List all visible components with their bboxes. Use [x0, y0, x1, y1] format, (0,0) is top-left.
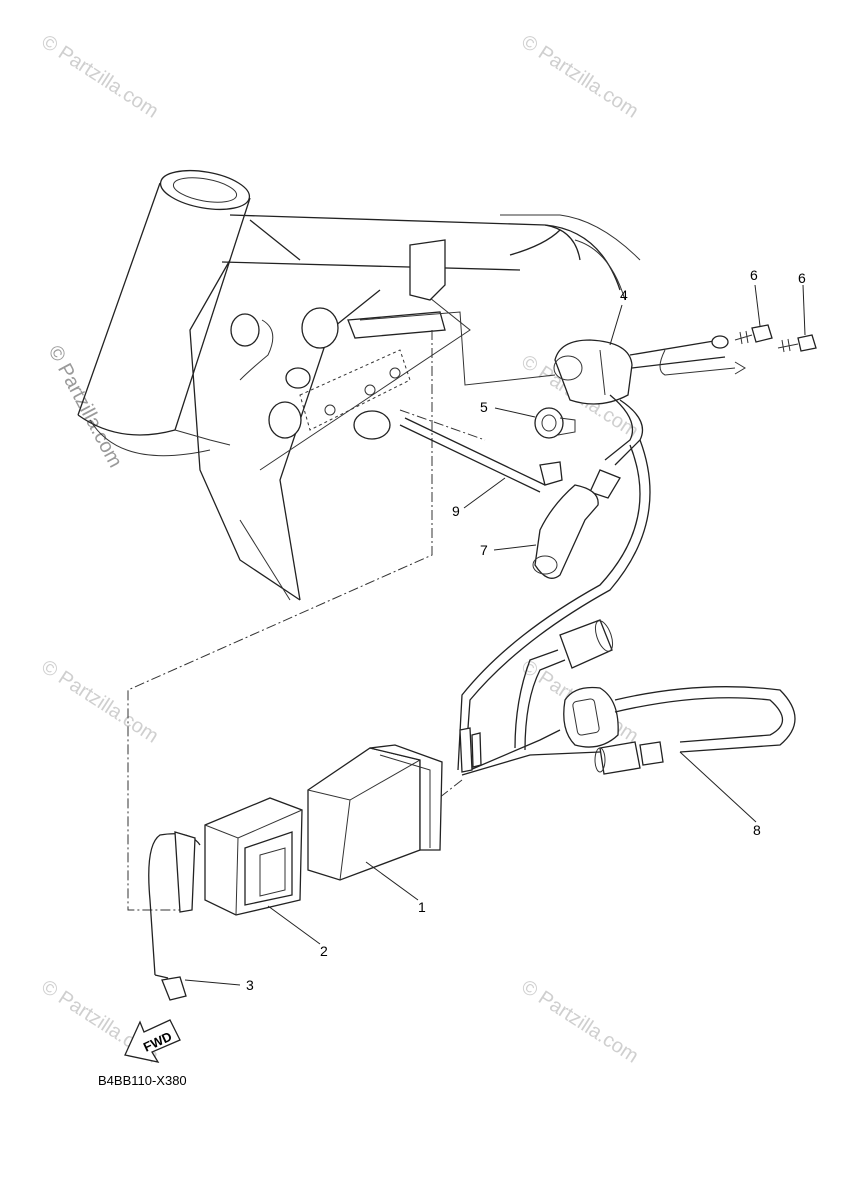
callout-4: 4: [620, 287, 628, 303]
fwd-arrow: FWD: [124, 1019, 181, 1063]
reference-lines: [127, 311, 556, 911]
drawing-code: B4BB110-X380: [98, 1073, 187, 1088]
callout-7: 7: [480, 542, 488, 558]
callout-6a: 6: [750, 267, 758, 283]
watermark: © Partzilla.com: [517, 31, 642, 123]
ignition-coil: [553, 335, 746, 466]
watermark-side: © Partzilla.com: [44, 342, 127, 471]
callout-labels: 1 2 3 4 5 6 6 7 8 9: [246, 267, 806, 993]
spark-plug-cap: [532, 469, 621, 579]
clamp-part-9: [399, 417, 563, 493]
callout-9: 9: [452, 503, 460, 519]
callout-5: 5: [480, 399, 488, 415]
callout-3: 3: [246, 977, 254, 993]
watermark: © Partzilla.com: [517, 976, 642, 1068]
callout-1: 1: [418, 899, 426, 915]
callout-leaders: [184, 284, 806, 986]
callout-6b: 6: [798, 270, 806, 286]
cdi-unit: [307, 744, 443, 881]
bolts-part-6: [734, 324, 817, 353]
cdi-cover: [204, 797, 303, 916]
callout-2: 2: [320, 943, 328, 959]
watermark: © Partzilla.com: [37, 656, 162, 748]
strap-part-3: [148, 831, 201, 1001]
frame-illustration: [77, 169, 641, 601]
callout-8: 8: [753, 822, 761, 838]
collar-part-5: [534, 407, 576, 439]
wire-harness: [457, 439, 796, 776]
watermark: © Partzilla.com: [37, 31, 162, 123]
